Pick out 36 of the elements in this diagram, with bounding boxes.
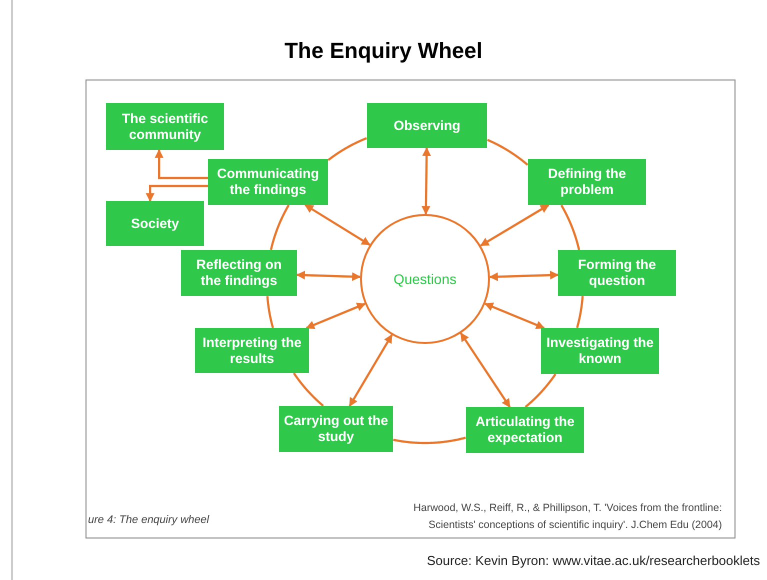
arrow xyxy=(296,270,361,282)
citation: Harwood, W.S., Reiff, R., & Phillipson, T. 'Voices from the frontline: Scientists' conceptions of scientific inquiry'. J.Chem Edu (2004) xyxy=(412,501,722,533)
arrow xyxy=(146,184,208,202)
wheel-arc xyxy=(560,204,580,251)
arrow xyxy=(489,270,559,282)
arrow xyxy=(348,334,393,407)
process-box: Carrying out the study xyxy=(279,406,393,452)
wheel-arc xyxy=(328,137,368,161)
wheel-arc xyxy=(270,204,290,251)
wheel-arc xyxy=(392,436,466,444)
arrow xyxy=(304,204,370,246)
wheel-arc xyxy=(486,138,528,166)
process-box: Observing xyxy=(367,103,487,148)
process-box: Defining the problem xyxy=(528,159,646,205)
process-box: Interpreting the results xyxy=(195,328,309,373)
wheel-arc xyxy=(576,295,584,329)
arrow xyxy=(422,147,431,215)
process-box: Communicating the findings xyxy=(208,159,328,205)
source-note: Source: Kevin Byron: www.vitae.ac.uk/researcherbooklets xyxy=(426,553,760,568)
process-box: Articulating the expectation xyxy=(466,407,584,453)
arrow xyxy=(480,204,550,247)
arrow xyxy=(484,302,545,330)
arrow xyxy=(306,302,366,330)
arrow xyxy=(460,332,511,408)
wheel-arc xyxy=(266,295,274,329)
arrow xyxy=(154,149,208,180)
process-box: Forming the question xyxy=(558,250,676,296)
process-box: Investigating the known xyxy=(541,328,659,374)
title: The Enquiry Wheel xyxy=(283,38,484,64)
wheel-arc xyxy=(292,372,324,407)
figure-caption: ure 4: The enquiry wheel xyxy=(88,514,210,526)
process-box: Reflecting on the findings xyxy=(181,250,297,296)
center-circle: Questions xyxy=(360,214,490,344)
process-box: Society xyxy=(106,201,204,246)
process-box: The scientific community xyxy=(106,103,224,150)
wheel-arc xyxy=(524,373,556,408)
